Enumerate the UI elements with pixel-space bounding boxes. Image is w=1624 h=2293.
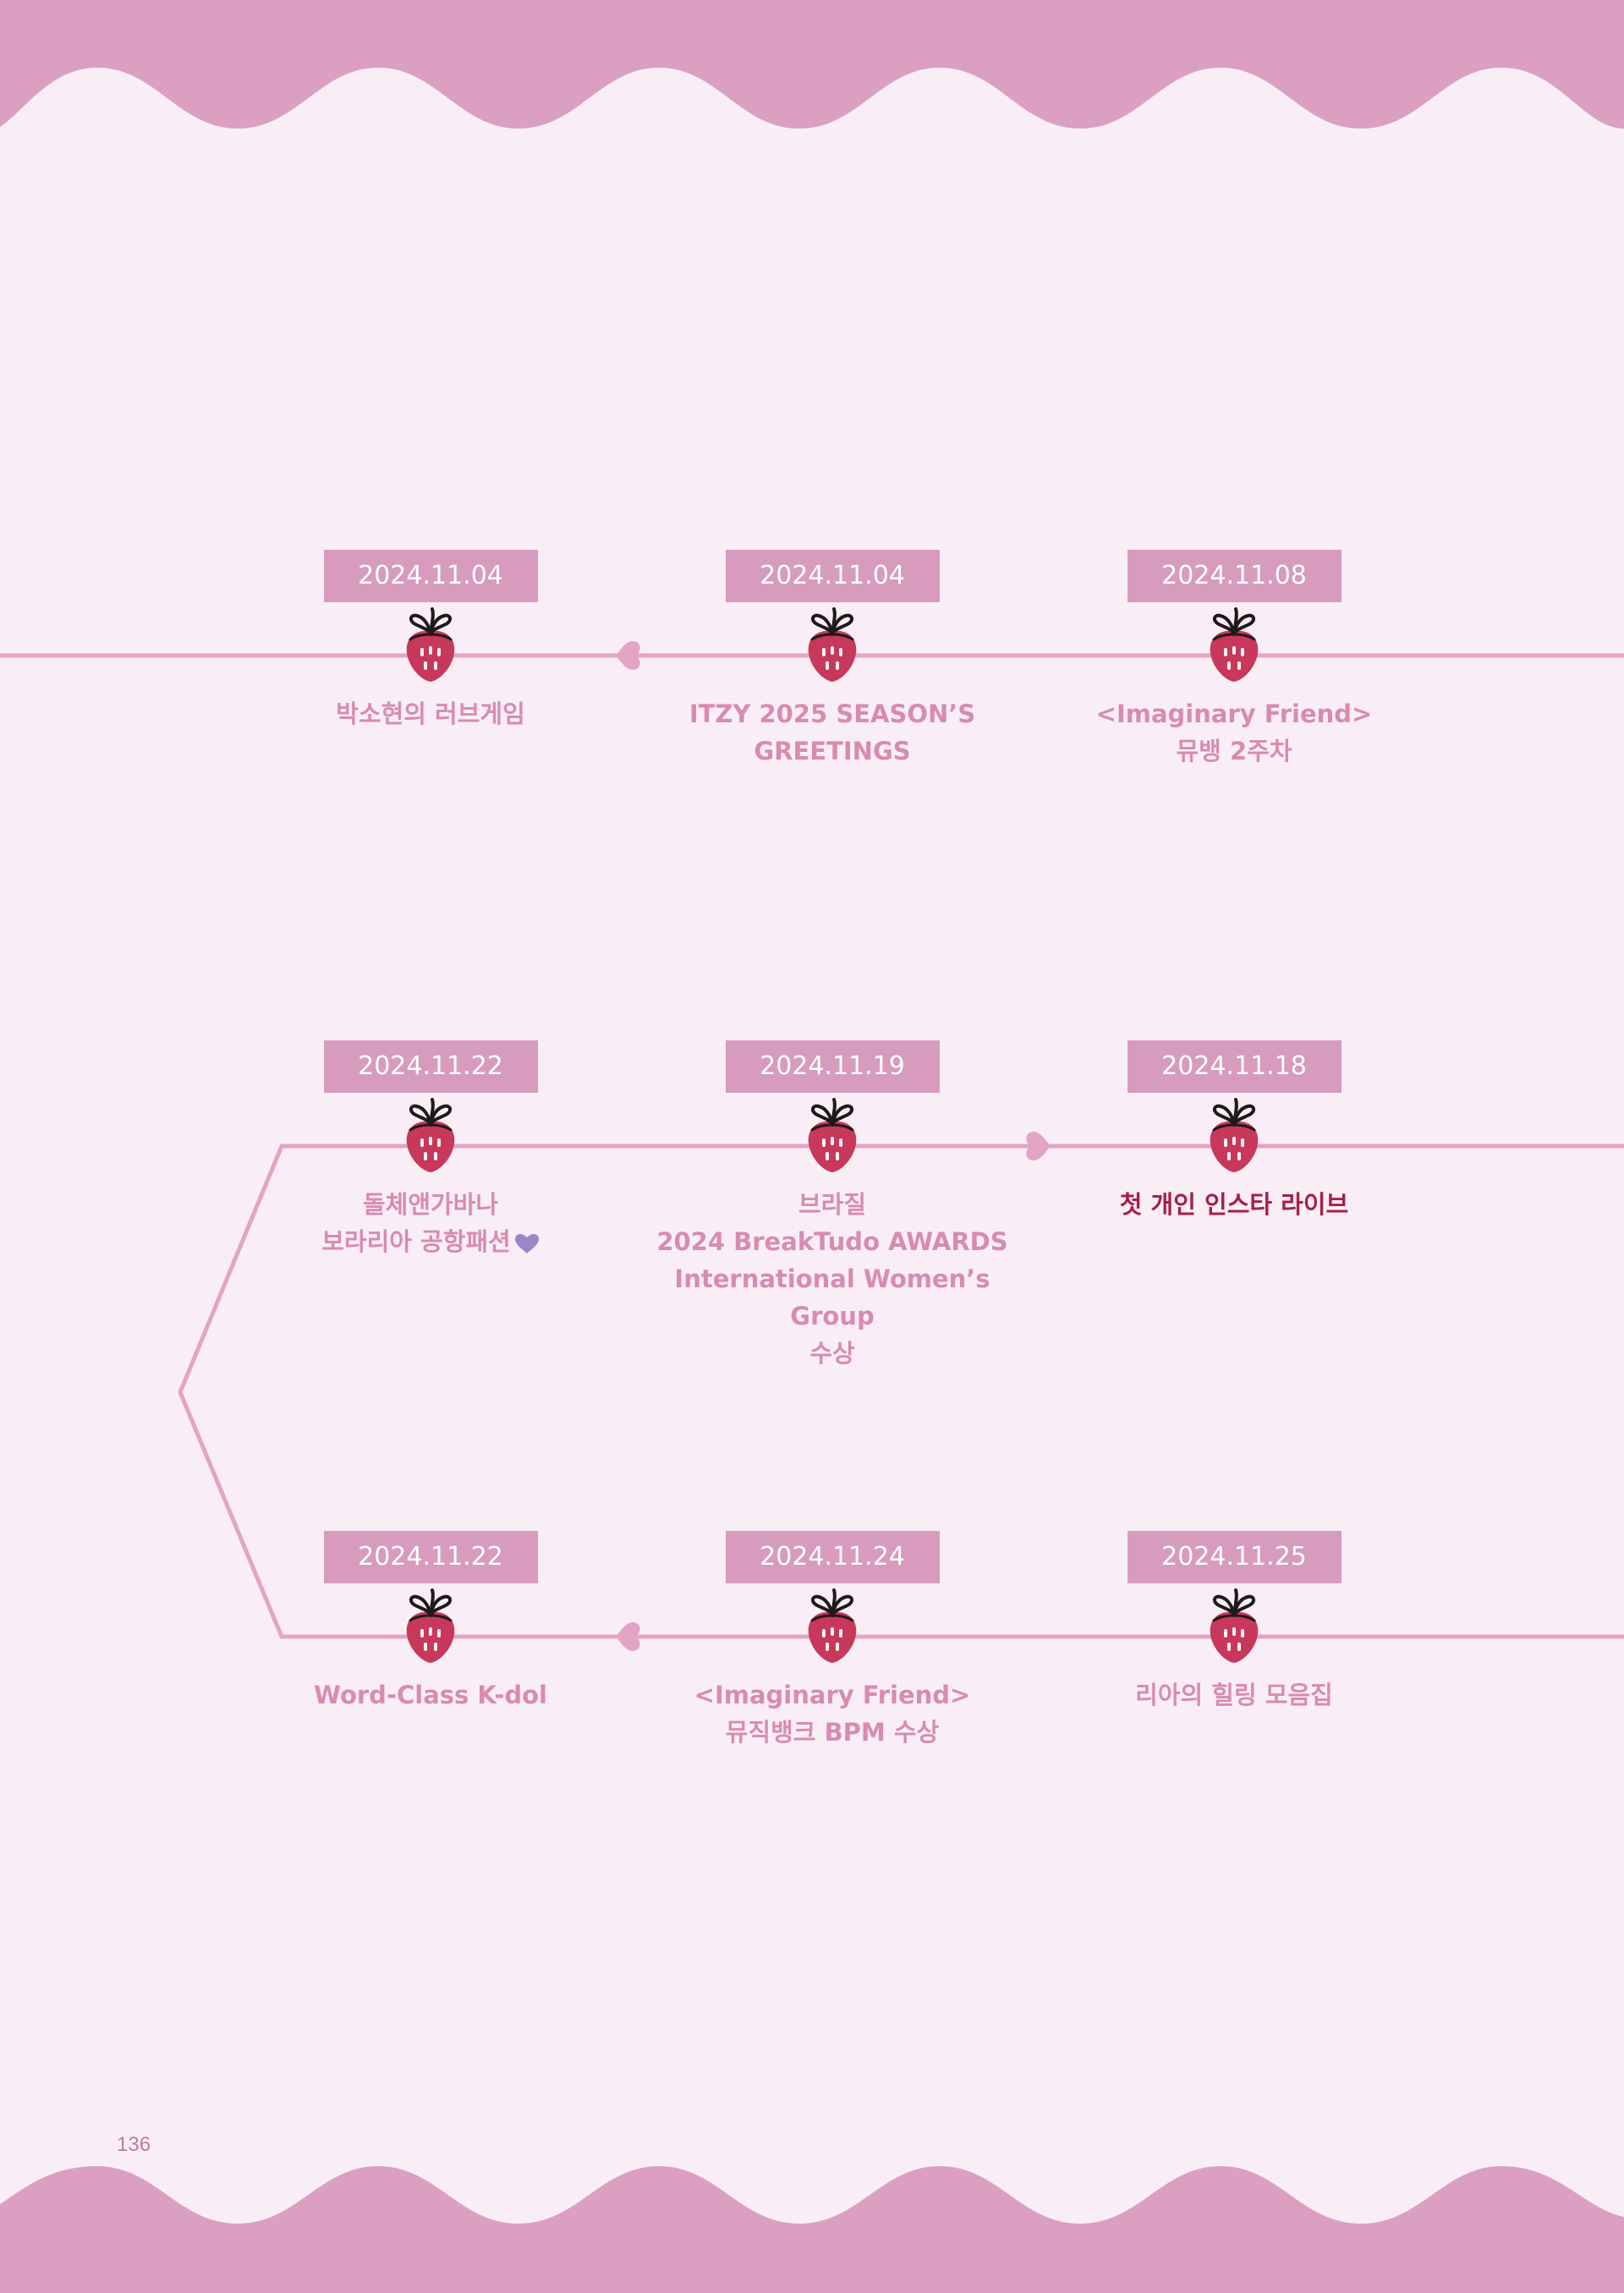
caption-text: ITZY 2025 SEASON’S	[689, 699, 976, 728]
event-date: 2024.11.25	[1127, 1531, 1341, 1583]
event-date: 2024.11.04	[725, 550, 940, 602]
strawberry-icon	[1210, 1588, 1259, 1663]
caption-text: 리아의 힐링 모음집	[1135, 1681, 1333, 1709]
strawberry-icon	[406, 607, 455, 682]
page-number: 136	[117, 2133, 151, 2156]
strawberry-icon	[406, 1588, 455, 1663]
caption-text: International Women’s Group	[674, 1264, 990, 1330]
caption-line: <Imaginary Friend>	[629, 1676, 1035, 1714]
caption-line: 2024 BreakTudo AWARDS	[629, 1223, 1035, 1260]
timeline-event: 2024.11.24 <Imaginary Friend> 뮤직뱅크 BPM 수상	[629, 1531, 1035, 1751]
caption-text: 박소현의 러브게임	[336, 699, 525, 728]
event-caption: 첫 개인 인스타 라이브	[1031, 1186, 1437, 1223]
caption-text: 뮤뱅 2주차	[1176, 737, 1292, 765]
event-caption: 리아의 힐링 모음집	[1031, 1676, 1437, 1714]
event-date: 2024.11.04	[323, 550, 538, 602]
heart-arrow-icon	[616, 1622, 640, 1651]
caption-line: 뮤뱅 2주차	[1031, 732, 1437, 770]
timeline-event: 2024.11.08 <Imaginary Friend> 뮤뱅 2주차	[1031, 550, 1437, 770]
heart-arrow-icon	[1026, 1132, 1051, 1160]
event-date: 2024.11.24	[725, 1531, 940, 1583]
strawberry-icon	[1210, 607, 1259, 682]
caption-text: 첫 개인 인스타 라이브	[1119, 1190, 1349, 1219]
caption-text: 돌체앤가바나	[362, 1190, 499, 1219]
event-caption: <Imaginary Friend> 뮤뱅 2주차	[1031, 695, 1437, 770]
timeline-event: 2024.11.18 첫 개인 인스타 라이브	[1031, 1040, 1437, 1223]
event-caption: Word-Class K-dol	[228, 1676, 634, 1714]
event-caption: 브라질 2024 BreakTudo AWARDS International Wo…	[629, 1186, 1035, 1372]
strawberry-icon	[808, 1098, 857, 1172]
caption-text: GREETINGS	[754, 737, 911, 765]
caption-text: 보라리아 공항패션	[321, 1227, 511, 1256]
caption-line: 첫 개인 인스타 라이브	[1031, 1186, 1437, 1223]
caption-line: 리아의 힐링 모음집	[1031, 1676, 1437, 1714]
event-date: 2024.11.18	[1127, 1040, 1341, 1093]
event-caption: ITZY 2025 SEASON’S GREETINGS	[629, 695, 1035, 770]
heart-arrow-icon	[616, 641, 640, 670]
strawberry-icon	[808, 607, 857, 682]
caption-text: 2024 BreakTudo AWARDS	[656, 1227, 1008, 1256]
event-caption: 박소현의 러브게임	[228, 695, 634, 732]
event-caption: <Imaginary Friend> 뮤직뱅크 BPM 수상	[629, 1676, 1035, 1751]
timeline-event: 2024.11.04 박소현의 러브게임	[228, 550, 634, 732]
strawberry-icon	[406, 1098, 455, 1172]
caption-line: GREETINGS	[629, 732, 1035, 770]
caption-line: International Women’s Group	[629, 1260, 1035, 1335]
bottom-wave-border	[0, 2166, 1624, 2293]
purple-heart-icon	[514, 1233, 539, 1253]
caption-line: 뮤직뱅크 BPM 수상	[629, 1714, 1035, 1751]
event-date: 2024.11.08	[1127, 550, 1341, 602]
caption-line: 수상	[629, 1335, 1035, 1372]
caption-line: 돌체앤가바나	[228, 1186, 634, 1223]
timeline-event: 2024.11.25 리아의 힐링 모음집	[1031, 1531, 1437, 1714]
caption-text: Word-Class K-dol	[314, 1681, 547, 1709]
caption-line: ITZY 2025 SEASON’S	[629, 695, 1035, 732]
caption-line: 브라질	[629, 1186, 1035, 1223]
timeline-event: 2024.11.19 브라질 2024 BreakTudo AWARDS Intern…	[629, 1040, 1035, 1372]
strawberry-icon	[808, 1588, 857, 1663]
top-wave-border	[0, 0, 1624, 129]
event-date: 2024.11.22	[323, 1040, 538, 1093]
caption-text: 브라질	[798, 1190, 867, 1219]
caption-line: <Imaginary Friend>	[1031, 695, 1437, 732]
event-date: 2024.11.22	[323, 1531, 538, 1583]
caption-text: <Imaginary Friend>	[694, 1681, 971, 1709]
caption-line: 보라리아 공항패션	[228, 1223, 634, 1260]
caption-text: <Imaginary Friend>	[1095, 699, 1373, 728]
caption-text: 수상	[809, 1339, 855, 1368]
caption-line: Word-Class K-dol	[228, 1676, 634, 1714]
caption-text: 뮤직뱅크 BPM 수상	[725, 1718, 940, 1747]
event-date: 2024.11.19	[725, 1040, 940, 1093]
strawberry-icon	[1210, 1098, 1259, 1172]
caption-line: 박소현의 러브게임	[228, 695, 634, 732]
timeline-connector-path	[178, 1144, 1624, 1639]
